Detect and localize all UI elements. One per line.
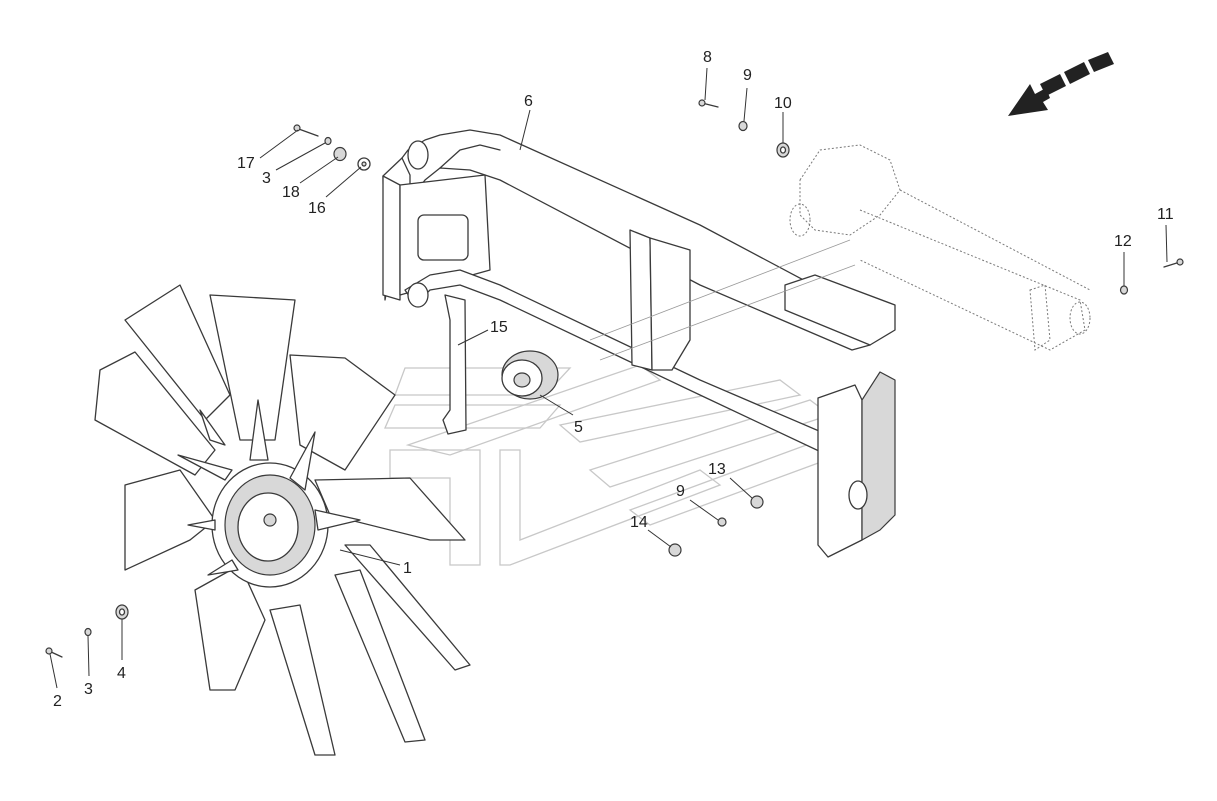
bolt-part-2	[45, 647, 63, 658]
washer-part-3-lower	[84, 627, 92, 637]
callout-9-upper: 9	[743, 67, 752, 84]
callout-13: 13	[708, 461, 726, 478]
callout-6: 6	[524, 93, 533, 110]
nut-part-14	[668, 543, 682, 557]
nut-part-10	[776, 142, 790, 158]
callout-11: 11	[1157, 206, 1174, 223]
washer-part-9-lower	[717, 517, 727, 527]
callout-17: 17	[237, 155, 255, 172]
washer-part-12	[1119, 285, 1129, 295]
callout-9-lower: 9	[676, 483, 685, 500]
callout-14: 14	[630, 514, 648, 531]
bolt-part-11	[1163, 258, 1184, 268]
hub-part-5	[501, 350, 559, 400]
callout-5: 5	[574, 419, 583, 436]
callout-3-upper: 3	[262, 170, 271, 187]
nut-part-4	[115, 604, 129, 620]
callout-10: 10	[774, 95, 792, 112]
callout-18: 18	[282, 184, 300, 201]
callout-4: 4	[117, 665, 126, 682]
washer-part-9-upper	[738, 120, 748, 132]
dashed-direction-arrow-icon	[1008, 52, 1114, 116]
nut-part-13	[750, 495, 764, 509]
washer-part-3-upper	[324, 136, 332, 146]
callout-2: 2	[53, 693, 62, 710]
callout-16: 16	[308, 200, 326, 217]
gearbox-assembly-ghost	[589, 144, 1091, 361]
bracket-plate-part-15	[442, 294, 467, 435]
callout-8: 8	[703, 49, 712, 66]
main-frame-part-6	[382, 129, 896, 558]
callout-labels: 1 2 3 3 4 5 6 8 9 9 10 11 12 13 14 15 16…	[53, 49, 1174, 710]
leader-lines	[49, 67, 1168, 689]
callout-3-lower: 3	[84, 681, 93, 698]
bolt-part-8	[698, 99, 719, 108]
callout-12: 12	[1114, 233, 1132, 250]
callout-15: 15	[490, 319, 508, 336]
callout-1: 1	[403, 560, 412, 577]
fan-assembly-part-1	[94, 284, 471, 756]
